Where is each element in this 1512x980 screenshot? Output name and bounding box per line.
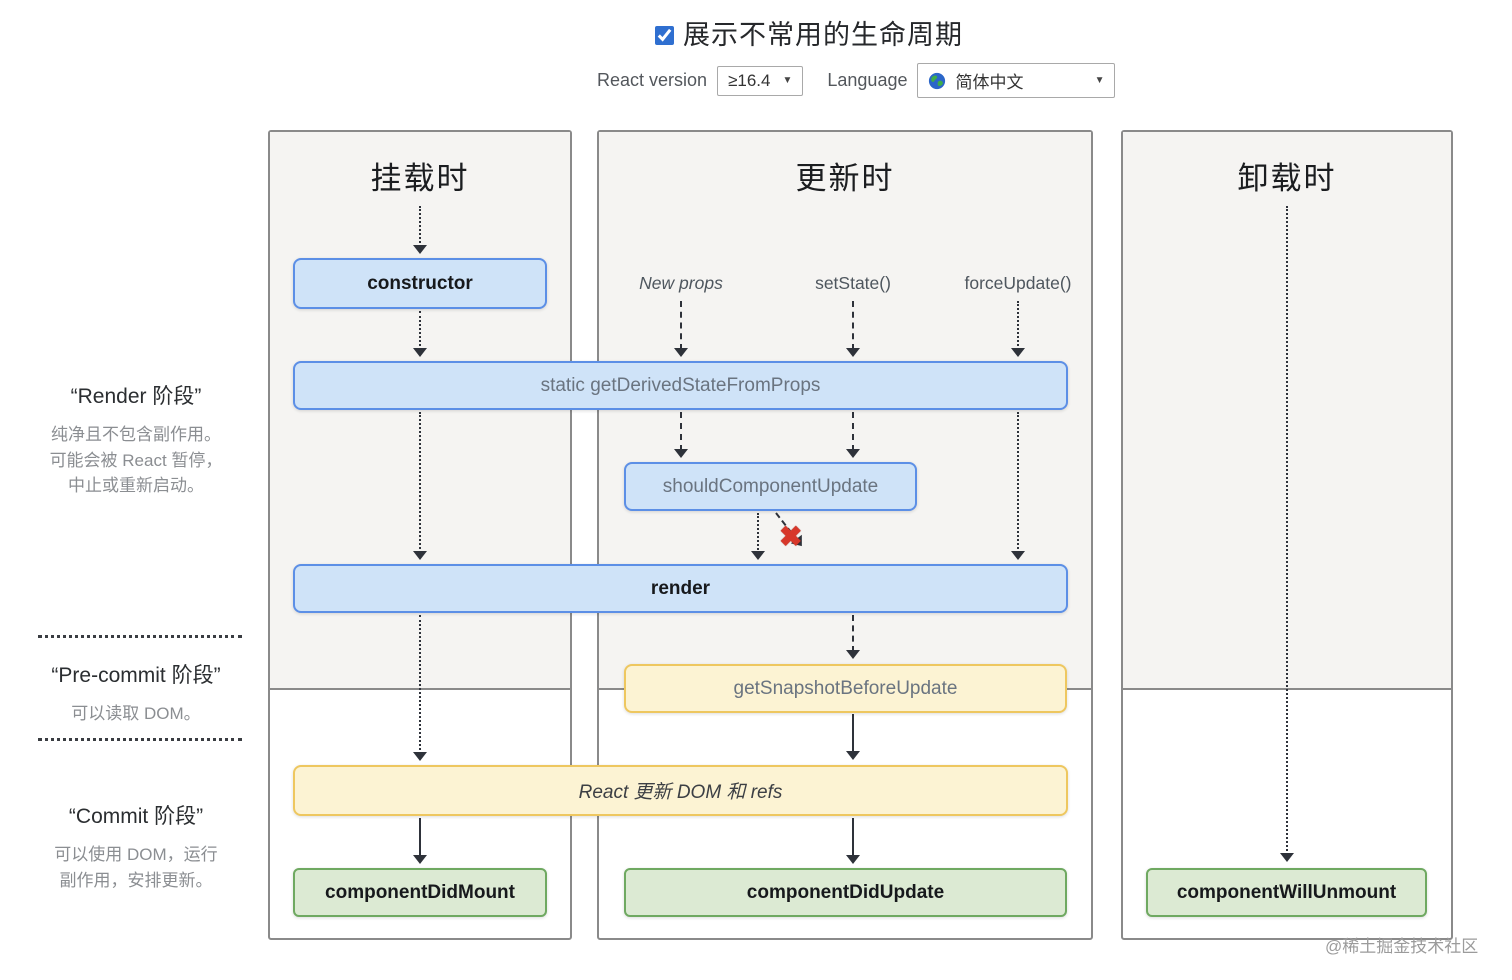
render-phase-desc: 中止或重新启动。: [68, 476, 204, 495]
precommit-phase-desc: 可以读取 DOM。: [71, 704, 201, 723]
commit-phase-desc: 副作用，安排更新。: [59, 870, 213, 890]
arrow-gsbu-to-reactupdates: [846, 714, 860, 760]
arrow-setstate-to-gdsfp: [846, 301, 860, 357]
page-title[interactable]: 展示不常用的生命周期: [683, 20, 963, 50]
commit-phase-title: “Commit 阶段”: [68, 805, 204, 828]
arrow-reactupdates-to-cdm: [413, 818, 427, 864]
constructor-box[interactable]: constructor: [293, 258, 547, 309]
arrow-scu-to-render: [751, 513, 765, 560]
update-column-title: 更新时: [795, 161, 895, 196]
mount-column-title: 挂载时: [370, 161, 470, 196]
trigger-setstate[interactable]: setState(): [815, 273, 891, 293]
chevron-down-icon: ▼: [782, 75, 793, 86]
react-version-select[interactable]: ≥16.4 ▼: [717, 65, 804, 96]
language-select[interactable]: 简体中文 ▼: [917, 63, 1116, 98]
arrow-render-to-reactupdates-mount: [413, 615, 427, 761]
globe-icon: [928, 72, 946, 90]
precommit-phase-title: “Pre-commit 阶段”: [51, 664, 221, 687]
header-title-row: 展示不常用的生命周期: [655, 13, 963, 52]
trigger-new-props: New props: [639, 273, 723, 293]
phase-separator: [38, 738, 242, 741]
render-phase-desc: 纯净且不包含副作用。: [51, 425, 221, 444]
arrow-gdsfp-to-render-mount: [413, 412, 427, 560]
language-value: 简体中文: [955, 73, 1024, 92]
getsnapshotbeforeupdate-box[interactable]: getSnapshotBeforeUpdate: [624, 664, 1067, 713]
arrow-reactupdates-to-cdu: [846, 818, 860, 864]
commit-phase-desc: 可以使用 DOM，运行: [54, 845, 218, 864]
watermark: @稀土掘金技术社区: [1325, 937, 1479, 956]
commit-phase-label: “Commit 阶段” 可以使用 DOM，运行 副作用，安排更新。: [30, 800, 242, 893]
abort-x-icon: ✖: [779, 521, 803, 552]
react-version-label: React version: [597, 70, 708, 90]
getderivedstatefromprops-box[interactable]: static getDerivedStateFromProps: [293, 361, 1068, 410]
arrow-render-to-gsbu: [846, 615, 860, 659]
componentwillunmount-box[interactable]: componentWillUnmount: [1146, 868, 1427, 917]
render-box[interactable]: render: [293, 564, 1068, 613]
arrow-forceupdate-to-gdsfp: [1011, 301, 1025, 357]
arrow-newprops-to-gdsfp: [674, 301, 688, 357]
react-version-value: ≥16.4: [728, 70, 771, 90]
phase-separator: [38, 635, 242, 638]
arrow-gdsfp-to-scu-right: [846, 412, 860, 458]
render-phase-desc: 可能会被 React 暂停，: [49, 450, 223, 470]
show-less-common-checkbox[interactable]: [655, 26, 674, 45]
arrow-gdsfp-to-scu-left: [674, 412, 688, 458]
precommit-phase-label: “Pre-commit 阶段” 可以读取 DOM。: [30, 659, 242, 727]
render-phase-title: “Render 阶段”: [70, 385, 202, 408]
language-label: Language: [827, 70, 908, 90]
trigger-forceupdate[interactable]: forceUpdate(): [964, 273, 1072, 293]
arrow-mount-to-constructor: [413, 206, 427, 254]
shouldcomponentupdate-box[interactable]: shouldComponentUpdate: [624, 462, 917, 511]
arrow-forceupdate-bypass-to-render: [1011, 412, 1025, 560]
render-phase-label: “Render 阶段” 纯净且不包含副作用。 可能会被 React 暂停， 中止…: [30, 380, 242, 499]
controls-row: React version ≥16.4 ▼ Language 简体中文 ▼: [597, 63, 1116, 98]
arrow-constructor-to-gdsfp: [413, 311, 427, 357]
componentdidmount-box[interactable]: componentDidMount: [293, 868, 547, 917]
arrow-unmount-to-cwu: [1280, 206, 1294, 862]
react-updates-dom-box: React 更新 DOM 和 refs: [293, 765, 1068, 816]
unmount-column-title: 卸载时: [1237, 161, 1337, 196]
componentdidupdate-box[interactable]: componentDidUpdate: [624, 868, 1067, 917]
chevron-down-icon: ▼: [1094, 75, 1105, 86]
